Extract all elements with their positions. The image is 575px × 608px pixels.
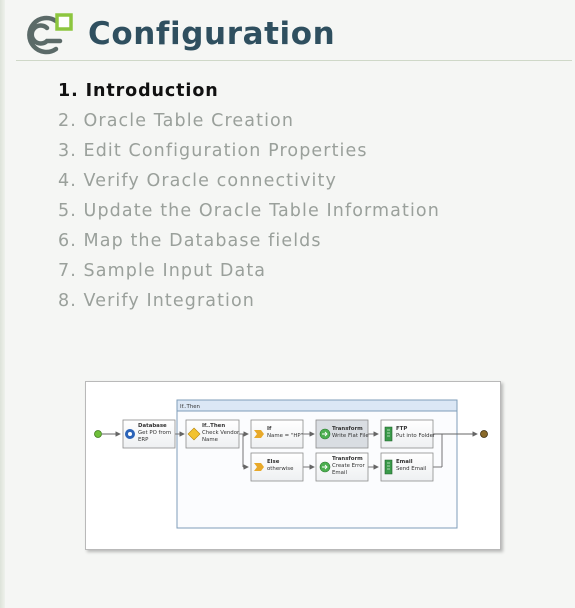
transform1-title: Transform [332,426,363,432]
email-node-line1: Send Email [396,466,426,472]
end-node-icon[interactable] [480,430,488,438]
else-branch-node[interactable]: Else otherwise [250,452,304,482]
ifthen-node-line2: Name [202,437,219,443]
transform-icon [319,428,331,440]
process-diagram-canvas: If..Then Database [94,399,488,529]
transform2-line2: Email [332,470,347,476]
transform2-title: Transform [332,456,363,462]
else-branch-title: Else [267,459,280,465]
start-node-icon[interactable] [94,430,102,438]
page-title: Configuration [88,16,336,52]
else-branch-line1: otherwise [267,466,294,472]
transform1-line1: Write Flat File [332,433,369,439]
step-verify-integration[interactable]: 8. Verify Integration [58,291,255,311]
if-branch-node[interactable]: If Name = "HP" [250,419,304,449]
ftp-node[interactable]: FTP Put into Folder [380,419,436,449]
chevron-icon [254,430,264,438]
transform-write-flat-file-node[interactable]: Transform Write Flat File [315,419,369,449]
ftp-icon [384,426,393,442]
database-node-title: Database [138,423,167,429]
connectors [102,431,478,470]
gear-icon [125,429,135,439]
left-rule [0,0,5,608]
step-oracle-table-creation[interactable]: 2. Oracle Table Creation [58,111,295,131]
database-node-line1: Get PO from [138,430,171,436]
step-introduction[interactable]: 1. Introduction [58,81,219,101]
ftp-node-title: FTP [396,426,407,432]
if-branch-line1: Name = "HP" [267,433,303,439]
if-branch-title: If [267,426,272,432]
configuration-logo-icon [27,13,73,55]
step-verify-oracle-connectivity[interactable]: 4. Verify Oracle connectivity [58,171,337,191]
header-divider [16,60,572,61]
step-edit-configuration-properties[interactable]: 3. Edit Configuration Properties [58,141,368,161]
transform2-line1: Create Error [332,463,366,469]
ifthen-node[interactable]: If..Then Check Vendor Name [185,419,240,449]
ftp-node-line1: Put into Folder [396,433,436,439]
step-map-database-fields[interactable]: 6. Map the Database fields [58,231,322,251]
email-icon [384,459,393,475]
diamond-icon [187,427,201,441]
database-node[interactable]: Database Get PO from ERP [122,419,176,449]
chevron-icon [254,463,264,471]
process-diagram: If..Then Database [85,381,501,550]
step-update-oracle-table-information[interactable]: 5. Update the Oracle Table Information [58,201,440,221]
step-sample-input-data[interactable]: 7. Sample Input Data [58,261,267,281]
ifthen-group-label: If..Then [180,404,200,410]
transform-create-error-email-node[interactable]: Transform Create Error Email [315,452,369,482]
ifthen-node-line1: Check Vendor [202,430,240,436]
transform-icon [319,461,331,473]
email-node[interactable]: Email Send Email [380,452,434,482]
ifthen-node-title: If..Then [202,423,225,429]
database-node-line2: ERP [138,437,149,443]
email-node-title: Email [396,459,413,465]
step-list: 1. Introduction 2. Oracle Table Creation… [58,80,440,320]
